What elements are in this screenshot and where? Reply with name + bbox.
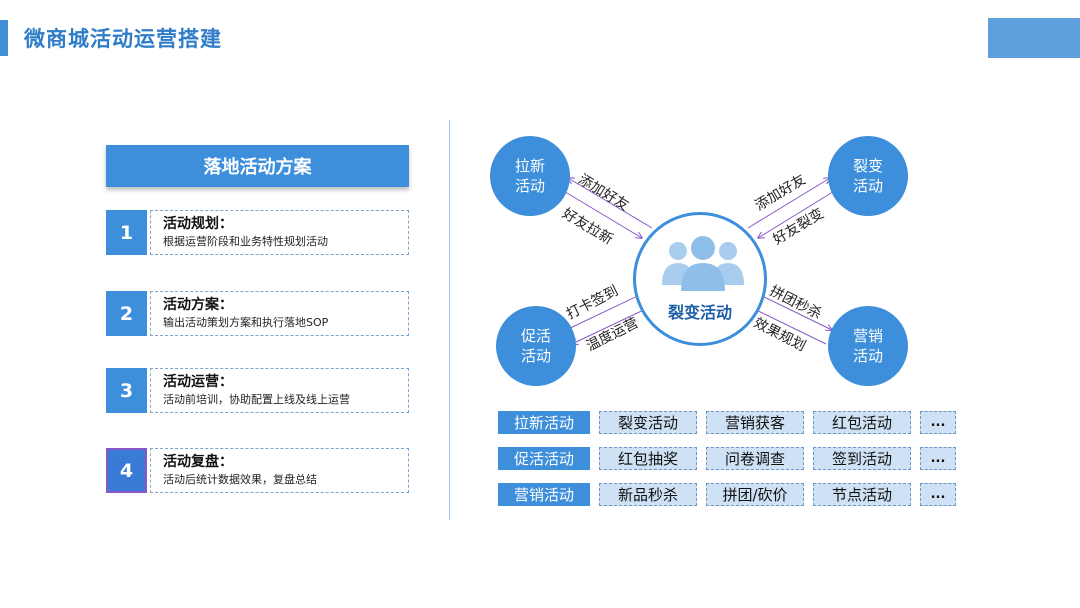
arrow-bl-in <box>572 305 653 344</box>
step-number: 4 <box>106 448 147 493</box>
page-title: 微商城活动运营搭建 <box>24 27 222 51</box>
activity-tag-grid: 拉新活动 裂变活动 营销获客 红包活动 ... 促活活动 红包抽奖 问卷调查 签… <box>498 411 956 519</box>
node-label: 营销 活动 <box>852 327 883 365</box>
tag-item: 裂变活动 <box>599 411 697 434</box>
tag-row: 营销活动 新品秒杀 拼团/砍价 节点活动 ... <box>498 483 956 506</box>
arrow-bl-out <box>565 292 646 331</box>
step-body: 活动规划： 根据运营阶段和业务特性规划活动 <box>150 210 409 255</box>
step-title: 活动方案： <box>163 297 233 313</box>
tag-item: 节点活动 <box>813 483 911 506</box>
step-desc: 根据运营阶段和业务特性规划活动 <box>163 235 328 248</box>
center-label: 裂变活动 <box>667 303 732 322</box>
tag-row: 促活活动 红包抽奖 问卷调查 签到活动 ... <box>498 447 956 470</box>
step-number: 1 <box>106 210 147 255</box>
tag-row: 拉新活动 裂变活动 营销获客 红包活动 ... <box>498 411 956 434</box>
tag-item: 新品秒杀 <box>599 483 697 506</box>
step-4: 4 活动复盘： 活动后统计数据效果，复盘总结 <box>106 448 409 493</box>
tag-item: 签到活动 <box>813 447 911 470</box>
step-number: 2 <box>106 291 147 336</box>
vertical-divider <box>449 120 450 520</box>
center-node: 裂变活动 <box>633 212 767 346</box>
step-2: 2 活动方案： 输出活动策划方案和执行落地SOP <box>106 291 409 336</box>
node-label: 裂变 活动 <box>852 157 883 195</box>
title-accent-bar <box>0 20 8 56</box>
node-bottom-right: 营销 活动 <box>828 306 908 386</box>
arrow-br-in <box>748 306 827 345</box>
corner-decoration <box>988 18 1080 58</box>
tag-item: 营销获客 <box>706 411 804 434</box>
arrow-br-out <box>753 291 832 330</box>
step-title: 活动规划： <box>163 216 233 232</box>
step-desc: 活动前培训，协助配置上线及线上运营 <box>163 393 350 406</box>
tag-category: 营销活动 <box>498 483 590 506</box>
node-top-right: 裂变 活动 <box>828 136 908 216</box>
step-body: 活动复盘： 活动后统计数据效果，复盘总结 <box>150 448 409 493</box>
fission-diagram: 拉新 活动 裂变 活动 促活 活动 营销 活动 裂变活动 添加好友 好友拉新 添… <box>480 120 920 400</box>
step-title: 活动复盘： <box>163 454 233 470</box>
tag-category: 促活活动 <box>498 447 590 470</box>
node-label: 拉新 活动 <box>514 157 545 195</box>
tag-item: 红包活动 <box>813 411 911 434</box>
step-1: 1 活动规划： 根据运营阶段和业务特性规划活动 <box>106 210 409 255</box>
arrow-tl-in <box>561 189 642 238</box>
arrow-tl-out <box>568 178 653 229</box>
node-label: 促活 活动 <box>520 327 551 365</box>
step-desc: 输出活动策划方案和执行落地SOP <box>163 316 329 329</box>
step-title: 活动运营： <box>163 374 233 390</box>
arrow-tr-out <box>747 178 830 229</box>
plan-header: 落地活动方案 <box>106 145 409 187</box>
node-top-left: 拉新 活动 <box>490 136 570 216</box>
step-3: 3 活动运营： 活动前培训，协助配置上线及线上运营 <box>106 368 409 413</box>
tag-more: ... <box>920 447 956 470</box>
node-bottom-left: 促活 活动 <box>496 306 576 386</box>
tag-more: ... <box>920 411 956 434</box>
tag-item: 拼团/砍价 <box>706 483 804 506</box>
step-body: 活动运营： 活动前培训，协助配置上线及线上运营 <box>150 368 409 413</box>
arrow-tr-in <box>758 189 837 238</box>
arrow-lines <box>561 120 837 400</box>
tag-more: ... <box>920 483 956 506</box>
step-desc: 活动后统计数据效果，复盘总结 <box>163 473 317 486</box>
tag-category: 拉新活动 <box>498 411 590 434</box>
users-group-icon <box>662 236 744 291</box>
tag-item: 问卷调查 <box>706 447 804 470</box>
tag-item: 红包抽奖 <box>599 447 697 470</box>
step-number: 3 <box>106 368 147 413</box>
step-body: 活动方案： 输出活动策划方案和执行落地SOP <box>150 291 409 336</box>
